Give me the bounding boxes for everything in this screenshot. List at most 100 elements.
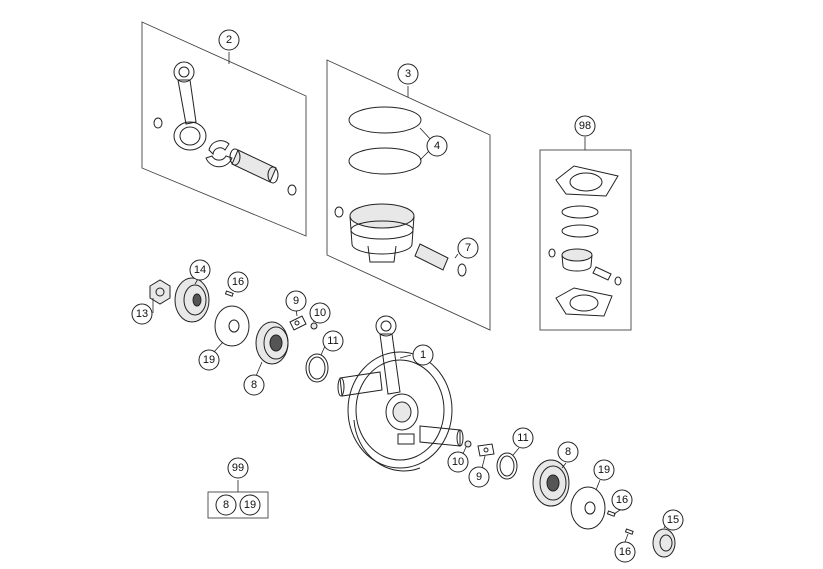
callout-number: 9 bbox=[476, 471, 482, 483]
callout-circle bbox=[397, 63, 419, 85]
callout-circle bbox=[189, 259, 211, 281]
callout-circle bbox=[662, 509, 684, 531]
callout-c99: 99 bbox=[227, 457, 249, 479]
callout-c98: 98 bbox=[574, 115, 596, 137]
panel-gasket-kit bbox=[539, 137, 632, 331]
callout-number: 19 bbox=[203, 354, 215, 366]
left-side-parts bbox=[149, 277, 329, 383]
callout-circle bbox=[243, 374, 265, 396]
callout-c8b: 8 bbox=[557, 441, 579, 463]
callout-c9a: 9 bbox=[285, 290, 307, 312]
callout-circle bbox=[426, 135, 448, 157]
piston-circlip-right bbox=[457, 263, 467, 277]
callout-circle bbox=[457, 237, 479, 259]
callout-c9b: 9 bbox=[468, 466, 490, 488]
crankshaft-assembly bbox=[337, 315, 464, 472]
main-bearing-left bbox=[255, 321, 289, 365]
callout-number: 7 bbox=[465, 242, 471, 254]
callout-circle bbox=[218, 29, 240, 51]
callout-c1: 1 bbox=[412, 344, 434, 366]
piston-ring-top bbox=[348, 106, 422, 134]
thrust-washer-left bbox=[214, 305, 250, 347]
primary-gear-part bbox=[652, 528, 676, 558]
callout-number: 9 bbox=[293, 295, 299, 307]
callout-c11a: 11 bbox=[322, 330, 344, 352]
callout-c7: 7 bbox=[457, 237, 479, 259]
head-gasket-part bbox=[555, 165, 619, 197]
callout-circle bbox=[227, 271, 249, 293]
callout-number: 1 bbox=[420, 349, 426, 361]
callout-circle bbox=[215, 494, 237, 516]
circlip-left bbox=[153, 117, 163, 129]
screw-part-right bbox=[477, 443, 495, 457]
piston-pin-part bbox=[229, 148, 279, 184]
callout-number: 16 bbox=[616, 494, 628, 506]
callout-number: 11 bbox=[327, 335, 338, 347]
piston-ring-second bbox=[348, 147, 422, 175]
crank-label-plate bbox=[397, 433, 415, 445]
callout-circle bbox=[239, 494, 261, 516]
connecting-rod-part bbox=[173, 61, 207, 151]
callout-number: 98 bbox=[579, 120, 591, 132]
callout-circle bbox=[574, 115, 596, 137]
callout-circle bbox=[322, 330, 344, 352]
callout-kit-19: 19 bbox=[239, 494, 261, 516]
kit-clip-right bbox=[614, 276, 622, 286]
callout-c8a: 8 bbox=[243, 374, 265, 396]
callout-circle bbox=[614, 541, 636, 563]
callout-number: 16 bbox=[232, 276, 244, 288]
washer-small-left bbox=[310, 322, 318, 330]
callout-c2: 2 bbox=[218, 29, 240, 51]
right-side-parts bbox=[461, 440, 676, 558]
callout-c19a: 19 bbox=[198, 349, 220, 371]
kit-piston-part bbox=[561, 248, 593, 272]
bearing-kit-group bbox=[207, 480, 269, 519]
washer-small-right bbox=[464, 440, 472, 448]
callout-number: 3 bbox=[405, 68, 411, 80]
screw-part-left bbox=[289, 315, 307, 331]
timing-gear-part bbox=[174, 277, 210, 323]
callout-circle bbox=[131, 303, 153, 325]
piston-part bbox=[349, 203, 415, 263]
callout-circle bbox=[412, 344, 434, 366]
callout-number: 14 bbox=[194, 264, 206, 276]
callout-circle bbox=[557, 441, 579, 463]
piston-circlip-left bbox=[334, 206, 344, 218]
callout-circle bbox=[285, 290, 307, 312]
callout-c16c: 16 bbox=[614, 541, 636, 563]
kit-ring-2 bbox=[561, 224, 599, 238]
callout-number: 8 bbox=[223, 499, 229, 511]
callout-circle bbox=[468, 466, 490, 488]
callout-number: 8 bbox=[251, 379, 257, 391]
callout-number: 8 bbox=[565, 446, 571, 458]
kit-clip-left bbox=[548, 248, 556, 258]
callout-c10b: 10 bbox=[447, 451, 469, 473]
callout-number: 15 bbox=[667, 514, 679, 526]
bearing-shell-top bbox=[208, 140, 230, 156]
callout-circle bbox=[593, 459, 615, 481]
seal-ring-left bbox=[305, 353, 329, 383]
woodruff-key-mid bbox=[606, 510, 616, 517]
callout-circle bbox=[611, 489, 633, 511]
seal-ring-right bbox=[496, 452, 518, 480]
callout-number: 2 bbox=[226, 34, 232, 46]
callout-c11b: 11 bbox=[512, 427, 534, 449]
callout-number: 19 bbox=[244, 499, 256, 511]
callout-circle bbox=[309, 302, 331, 324]
callout-c14: 14 bbox=[189, 259, 211, 281]
callout-circle bbox=[447, 451, 469, 473]
callout-c3: 3 bbox=[397, 63, 419, 85]
callout-c10a: 10 bbox=[309, 302, 331, 324]
callout-number: 99 bbox=[232, 462, 244, 474]
callout-number: 13 bbox=[136, 308, 148, 320]
callout-number: 16 bbox=[619, 546, 631, 558]
circlip-right bbox=[287, 184, 297, 196]
callout-kit-8: 8 bbox=[215, 494, 237, 516]
panel-piston bbox=[326, 59, 491, 331]
callout-circle bbox=[198, 349, 220, 371]
callout-c15: 15 bbox=[662, 509, 684, 531]
callout-number: 4 bbox=[434, 140, 440, 152]
kit-ring-1 bbox=[561, 205, 599, 219]
